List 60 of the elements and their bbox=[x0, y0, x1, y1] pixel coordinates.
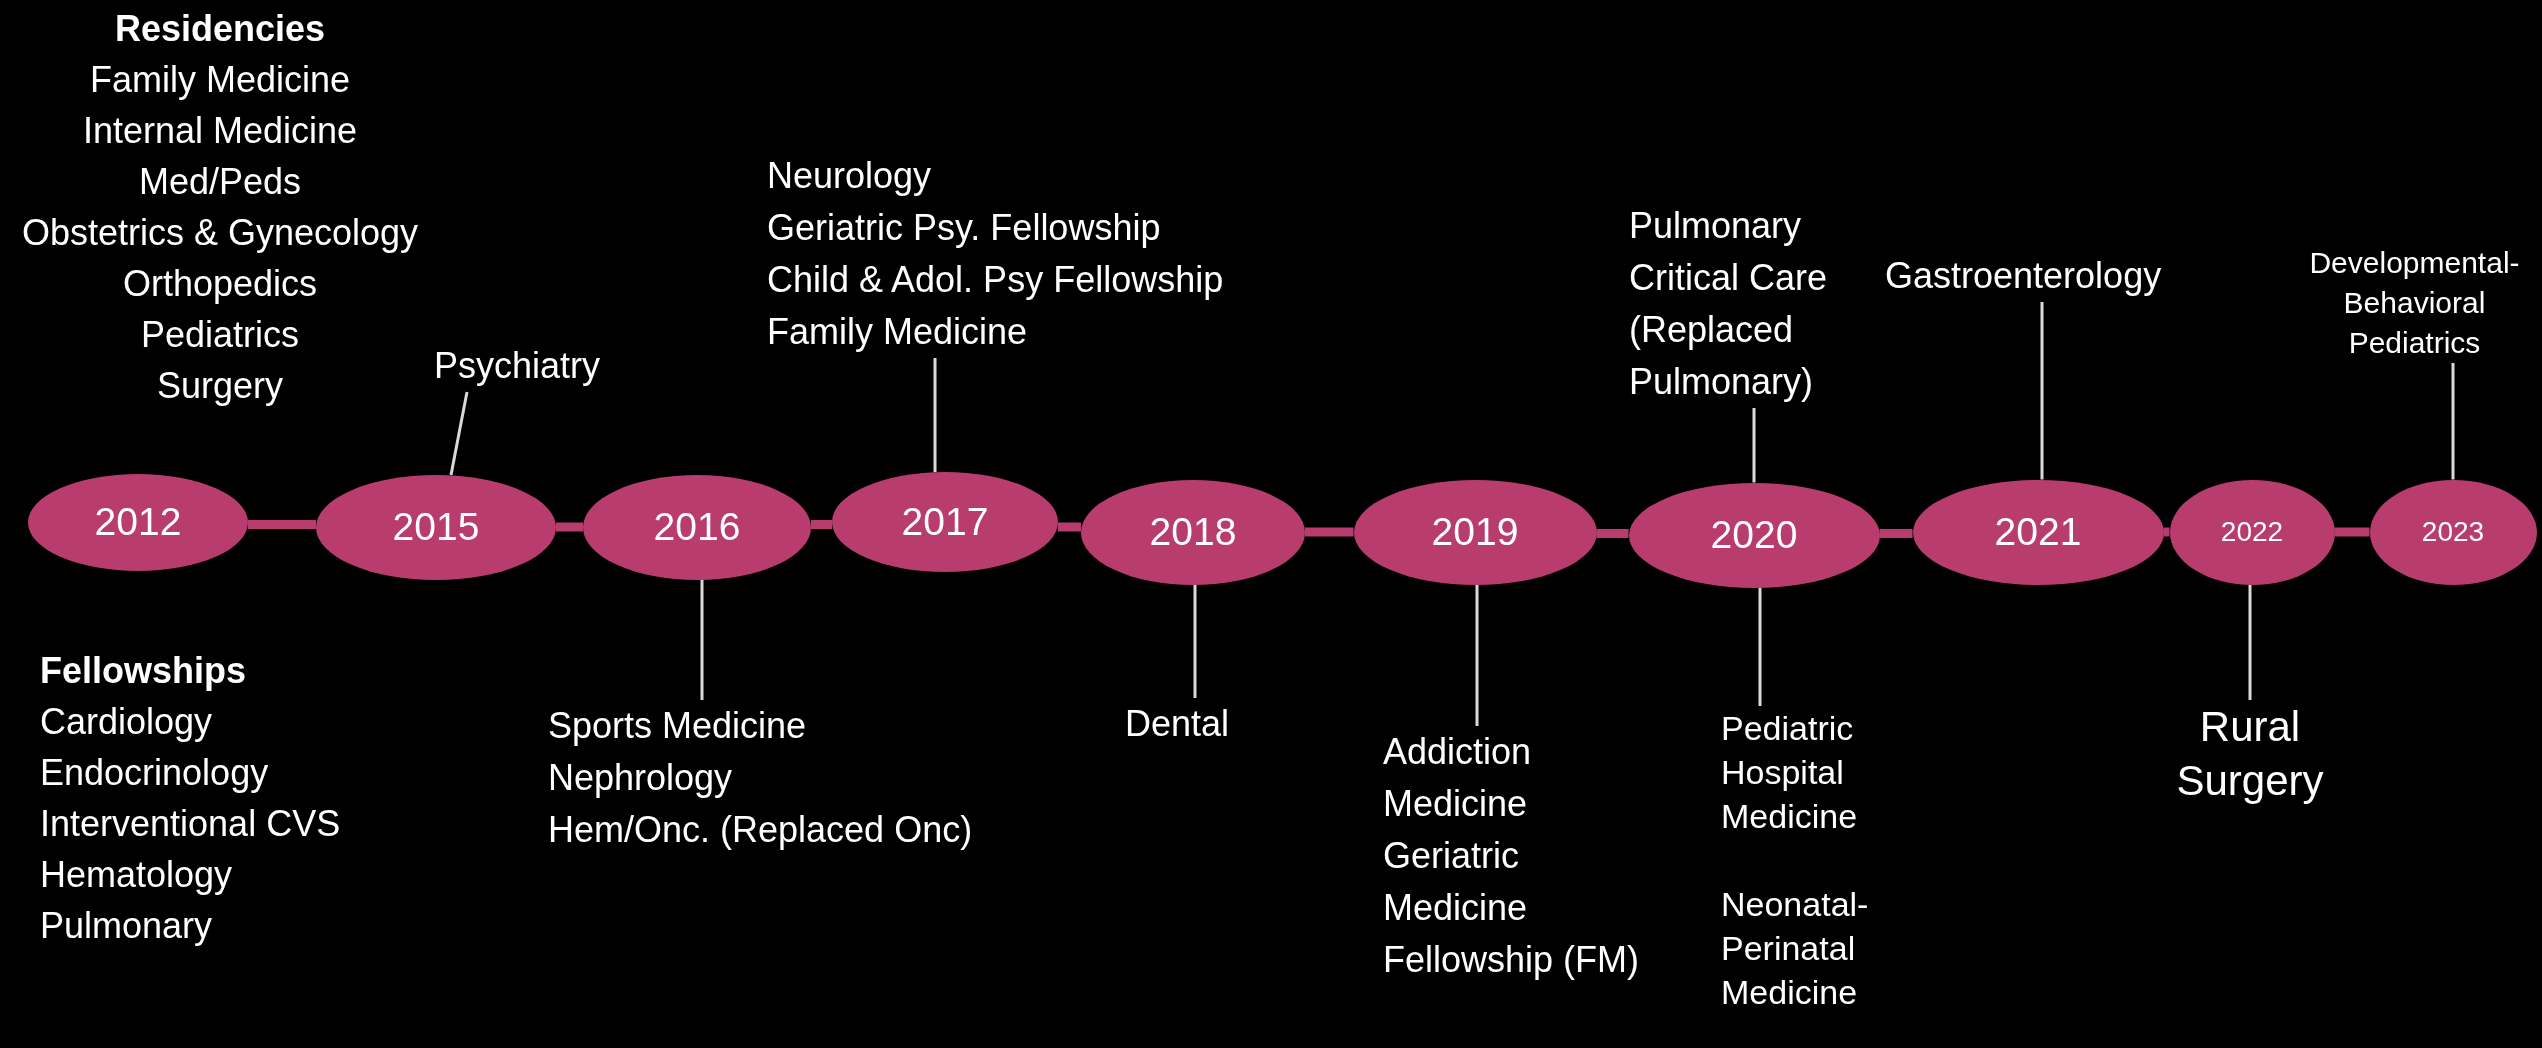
specialty-text: Psychiatry bbox=[434, 344, 602, 388]
specialty-text: Addiction Medicine bbox=[1383, 730, 1533, 826]
year-ellipse: 2017 bbox=[832, 472, 1058, 572]
timeline-connector bbox=[1305, 527, 1354, 537]
specialty-text: Surgery bbox=[155, 364, 285, 408]
leader-line bbox=[2451, 363, 2455, 480]
year-ellipse: 2015 bbox=[316, 474, 556, 580]
year-ellipse: 2019 bbox=[1353, 479, 1597, 585]
timeline-connector bbox=[2163, 527, 2170, 537]
year-ellipse: 2016 bbox=[583, 474, 811, 580]
specialty-text: Pulmonary Critical Care (Replaced Pulmonary) bbox=[1629, 204, 1829, 404]
specialty-text: Pediatric Hospital Medicine bbox=[1721, 708, 1859, 837]
leader-line bbox=[2248, 584, 2252, 700]
specialty-text: Obstetrics & Gynecology bbox=[20, 211, 420, 255]
timeline-connector bbox=[556, 522, 583, 532]
specialty-text: Endocrinology bbox=[40, 751, 270, 795]
specialty-text: Hem/Onc. (Replaced Onc) bbox=[548, 808, 974, 852]
specialty-text: Child & Adol. Psy Fellowship bbox=[767, 258, 1225, 302]
year-ellipse: 2023 bbox=[2369, 479, 2537, 585]
year-ellipse: 2012 bbox=[28, 473, 248, 571]
timeline-connector bbox=[2334, 527, 2370, 537]
specialty-text: Family Medicine bbox=[88, 58, 352, 102]
leader-line bbox=[1475, 584, 1479, 726]
leader-line bbox=[1758, 587, 1762, 706]
specialty-text: Sports Medicine bbox=[548, 704, 808, 748]
year-ellipse: 2021 bbox=[1912, 479, 2164, 585]
timeline-connector bbox=[248, 520, 316, 529]
specialty-text: Geriatric Psy. Fellowship bbox=[767, 206, 1162, 250]
specialty-text: Developmental-Behavioral Pediatrics bbox=[2308, 245, 2521, 361]
specialty-text: Gastroenterology bbox=[1885, 254, 2163, 298]
year-ellipse: 2020 bbox=[1628, 482, 1880, 588]
specialty-text: Family Medicine bbox=[767, 310, 1029, 354]
leader-line bbox=[933, 358, 937, 473]
section-heading: Residencies bbox=[113, 7, 327, 51]
timeline-connector bbox=[1058, 522, 1081, 532]
specialty-text: Pulmonary bbox=[40, 904, 214, 948]
leader-line bbox=[449, 391, 469, 476]
specialty-text: Nephrology bbox=[548, 756, 734, 800]
specialty-text: Neonatal-Perinatal Medicine bbox=[1721, 884, 1870, 1013]
specialty-text: Interventional CVS bbox=[40, 802, 342, 846]
leader-line bbox=[700, 579, 704, 700]
timeline-connector bbox=[1596, 529, 1629, 538]
timeline-connector bbox=[1879, 529, 1913, 538]
specialty-text: Pediatrics bbox=[139, 313, 301, 357]
specialty-text: Dental bbox=[1125, 702, 1231, 746]
specialty-text: Cardiology bbox=[40, 700, 214, 744]
leader-line bbox=[1193, 584, 1197, 698]
specialty-text: Geriatric Medicine Fellowship (FM) bbox=[1383, 834, 1641, 982]
specialty-text: Med/Peds bbox=[137, 160, 303, 204]
section-heading: Fellowships bbox=[40, 649, 248, 693]
year-ellipse: 2022 bbox=[2169, 479, 2335, 585]
leader-line bbox=[2040, 302, 2044, 480]
leader-line bbox=[1752, 408, 1756, 483]
specialty-text: Hematology bbox=[40, 853, 234, 897]
timeline-connector bbox=[811, 520, 832, 529]
specialty-text: Neurology bbox=[767, 154, 933, 198]
specialty-text: Internal Medicine bbox=[81, 109, 359, 153]
specialty-text: Rural Surgery bbox=[2175, 702, 2325, 806]
specialty-text: Orthopedics bbox=[121, 262, 319, 306]
year-ellipse: 2018 bbox=[1081, 479, 1305, 585]
